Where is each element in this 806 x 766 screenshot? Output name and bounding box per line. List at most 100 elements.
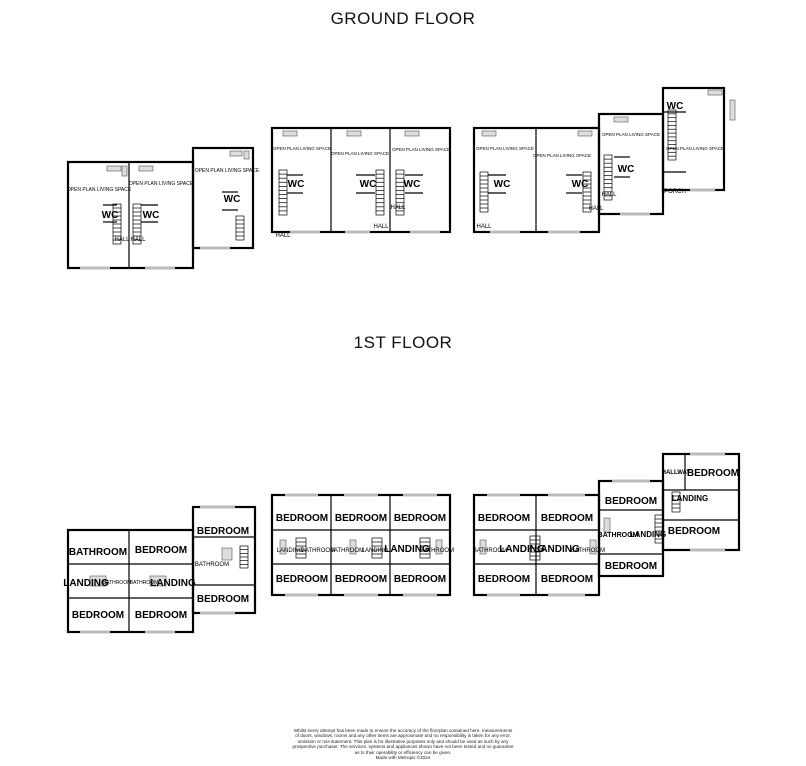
room-label-bedroom: BEDROOM [197,526,249,537]
room-label-open-plan: OPEN PLAN LIVING SPACE [666,146,724,151]
kitchen-fixture [603,517,611,533]
room-label-hall: HALL [476,224,492,230]
kitchen-fixture [229,150,243,157]
kitchen-fixture [243,150,250,160]
room-label-bathroom: BATHROOM [598,532,639,539]
room-label-landing: LANDING [384,544,430,555]
staircase [371,537,383,559]
room-label-landing: LANDING [534,544,580,555]
room-label-wc: WC [288,179,305,190]
room-label-bedroom: BEDROOM [478,513,530,524]
kitchen-fixture [589,539,597,555]
room-label-bathroom: BATHROOM [330,548,364,554]
room-label-wc: WC [667,101,684,112]
staircase [375,169,385,216]
room-label-bathroom: BATHROOM [571,548,605,554]
room-label-open-plan: OPEN PLAN LIVING SPACE [533,153,591,158]
staircase [395,169,405,216]
room-label-bedroom: BEDROOM [335,513,387,524]
room-label-landing: LANDING [499,544,545,555]
kitchen-fixture [481,130,497,137]
room-label-landing: LANDING [672,494,708,503]
kitchen-fixture [221,547,233,561]
room-label-hall: HALL [130,237,146,243]
room-label-wc: WC [360,179,377,190]
room-label-open-plan: OPEN PLAN LIVING SPACE [129,181,194,187]
disclaimer-line: prospective purchaser. The services, sys… [292,744,514,750]
kitchen-fixture [138,165,154,172]
room-label-porch: PORCH [664,189,686,195]
kitchen-fixture [89,575,107,587]
room-label-wc: WC [494,179,511,190]
room-label-bedroom: BEDROOM [135,610,187,621]
disclaimer-line: as to their operability or efficiency ca… [354,749,452,755]
room-label-landing: LANDING [630,530,666,539]
kitchen-fixture [349,539,357,555]
room-label-hall: HALL [588,206,604,212]
room-label-bedroom: BEDROOM [394,513,446,524]
disclaimer-line: Whilst every attempt has been made to en… [293,728,513,733]
kitchen-fixture [577,130,593,137]
staircase [419,537,431,559]
room-label-hall: HALL [601,192,617,198]
room-label-landing: LANDING [150,578,196,589]
room-label-open-plan: OPEN PLAN LIVING SPACE [476,146,534,151]
room-label-bedroom: BEDROOM [276,513,328,524]
room-label-bedroom: BEDROOM [668,526,720,537]
room-label-open-plan: OPEN PLAN LIVING SPACE [602,132,660,137]
room-label-open-plan: OPEN PLAN LIVING SPACE [392,147,450,152]
room-label-hall: HALL [373,224,389,230]
staircase [654,514,664,544]
room-label-bedroom: BEDROOM [276,574,328,585]
room-label-bedroom: BEDROOM [541,513,593,524]
fixtures [89,89,736,587]
first-floor-heading: 1ST FLOOR [353,333,453,352]
kitchen-fixture [149,575,167,587]
kitchen-fixture [404,130,420,137]
room-label-bedroom: BEDROOM [478,574,530,585]
room-label-bathroom: BATHROOM [473,548,507,554]
room-label-wc: WC [102,210,119,221]
kitchen-fixture [479,539,487,555]
room-labels: OPEN PLAN LIVING SPACE OPEN PLAN LIVING S… [63,101,739,621]
staircase [603,154,613,201]
room-label-bedroom: BEDROOM [335,574,387,585]
room-label-wc: WC [404,179,421,190]
outer-wall [66,160,195,270]
room-label-bedroom: BEDROOM [394,574,446,585]
disclaimer-line: of doors, windows, rooms and any other i… [295,733,511,739]
room-label-hall: HALL [114,237,130,243]
disclaimer-line: omission or mis-statement. This plan is … [297,738,509,744]
disclaimer-line: Made with Metropix ©2024 [375,755,431,761]
staircase [671,491,681,513]
kitchen-fixture [121,165,128,177]
room-label-bathroom: BATHROOM [69,547,127,558]
room-label-wc: WC [618,164,635,175]
kitchen-fixture [279,539,287,555]
room-label-bedroom: BEDROOM [605,561,657,572]
staircase [667,109,677,161]
room-label-bedroom: BEDROOM [541,574,593,585]
room-label-bedroom: BEDROOM [605,496,657,507]
room-label-hallway: HALLWAY [662,470,691,476]
staircase [295,537,307,559]
room-label-bedroom: BEDROOM [135,545,187,556]
room-label-open-plan: OPEN PLAN LIVING SPACE [195,168,260,174]
room-label-landing: LANDING [362,548,389,554]
kitchen-fixture [106,165,122,172]
room-label-bathroom: BATHROOM [130,580,159,586]
kitchen-fixture [435,539,443,555]
room-label-open-plan: OPEN PLAN LIVING SPACE [273,146,331,151]
room-label-bathroom: BATHROOM [103,580,132,586]
room-label-hall: HALL [390,205,406,211]
staircases [112,109,681,569]
room-label-bedroom: BEDROOM [197,594,249,605]
room-label-bedroom: BEDROOM [72,610,124,621]
room-label-hall: HALL [275,233,291,239]
room-label-bedroom: BEDROOM [687,468,739,479]
room-label-wc: WC [143,210,160,221]
room-label-wc: WC [224,194,241,205]
kitchen-fixture [282,130,298,137]
staircase [278,169,288,216]
